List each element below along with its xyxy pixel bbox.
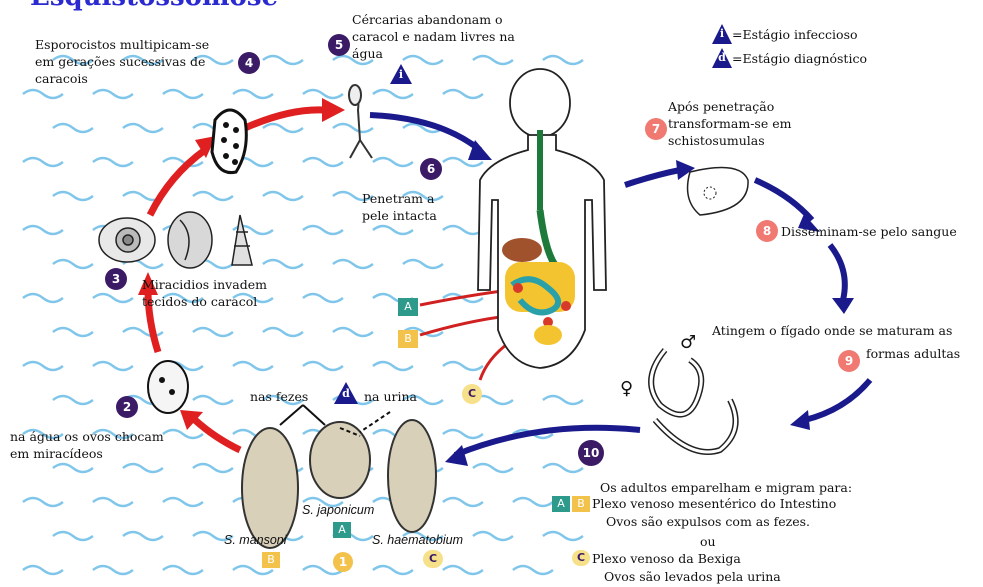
schistosomulum [688,168,749,216]
step-2-text: na água os ovos chocamem miracídeos [10,428,164,462]
arrow-7-to-8 [755,180,812,220]
step-5-text: Cércarias abandonam ocaracol e nadam liv… [352,11,515,62]
badge-A-step10: A [552,496,570,512]
step-3-badge: 3 [105,268,127,290]
badge-A-japonicum: A [333,522,351,538]
egg-mansoni-label: S. mansoni [224,533,287,547]
legend-diagnostic-label: =Estágio diagnóstico [732,50,867,67]
badge-B-intestine: B [398,330,418,348]
step-9-badge: 9 [838,350,860,372]
legend-infective-symbol: i [716,27,728,40]
arrow-human-to-7 [625,170,680,185]
step-5-badge: 5 [328,34,350,56]
snail-shells [99,212,252,268]
badge-C-haematobium: C [423,550,443,568]
legend-infective-label: =Estágio infeccioso [732,26,858,43]
infective-stage-symbol: i [395,68,407,81]
step-2-badge: 2 [116,396,138,418]
step-8-text: Disseminam-se pelo sangue [781,223,957,240]
step-10-line-5: Plexo venoso da Bexiga [592,550,741,567]
badge-B-mansoni: B [262,552,280,568]
badge-C-step10: C [572,550,590,566]
arrow-9-to-adults [805,380,870,420]
female-symbol: ♀ [620,378,633,399]
page-title: Esquistossomose [30,0,278,12]
arrow-8-to-9 [830,245,845,300]
step-7-text: Após penetraçãotransformam-se emschistos… [668,98,791,149]
step-10-line-2: Plexo venoso mesentérico do Intestino [592,495,836,512]
badge-B-step10: B [572,496,590,512]
step-9-line-2: formas adultas [866,345,960,362]
step-10-line-4: ou [700,533,716,550]
step-7-badge: 7 [645,118,667,140]
step-3-text: Miracidios invademtecidos do caracol [142,276,267,310]
arrow-5-to-6 [370,115,480,150]
step-6-text: Penetram apele intacta [362,190,437,224]
cercaria [349,85,372,158]
step-4-text: Esporocistos multipicam-seem gerações su… [35,36,209,87]
male-symbol: ♂ [680,332,696,353]
badge-C-intestine: C [462,384,482,404]
egg-haematobium-label: S. haematobium [372,533,463,547]
eggs-urine-label: na urina [364,388,417,405]
diagnostic-stage-symbol: d [340,387,352,400]
step-1-badge: 1 [333,552,353,572]
step-8-badge: 8 [756,220,778,242]
step-10-badge: 10 [578,440,604,466]
miracidium [148,361,188,413]
adult-worms [651,350,736,452]
legend-diagnostic-symbol: d [716,51,728,64]
blue-cycle-arrows [370,115,870,455]
arrow-10-to-eggs [455,428,640,455]
step-10-line-1: Os adultos emparelham e migram para: [600,479,852,496]
step-9-line-1: Atingem o fígado onde se maturam as [712,322,952,339]
step-6-badge: 6 [420,158,442,180]
step-4-badge: 4 [238,52,260,74]
sporocyst [212,110,246,173]
step-10-line-3: Ovos são expulsos com as fezes. [606,513,810,530]
step-10-line-6: Ovos são levados pela urina [604,568,781,585]
arrow-4-to-5 [245,110,325,128]
egg-japonicum-label: S. japonicum [302,503,374,517]
eggs-feces-label: nas fezes [250,388,308,405]
badge-A-intestine: A [398,298,418,316]
